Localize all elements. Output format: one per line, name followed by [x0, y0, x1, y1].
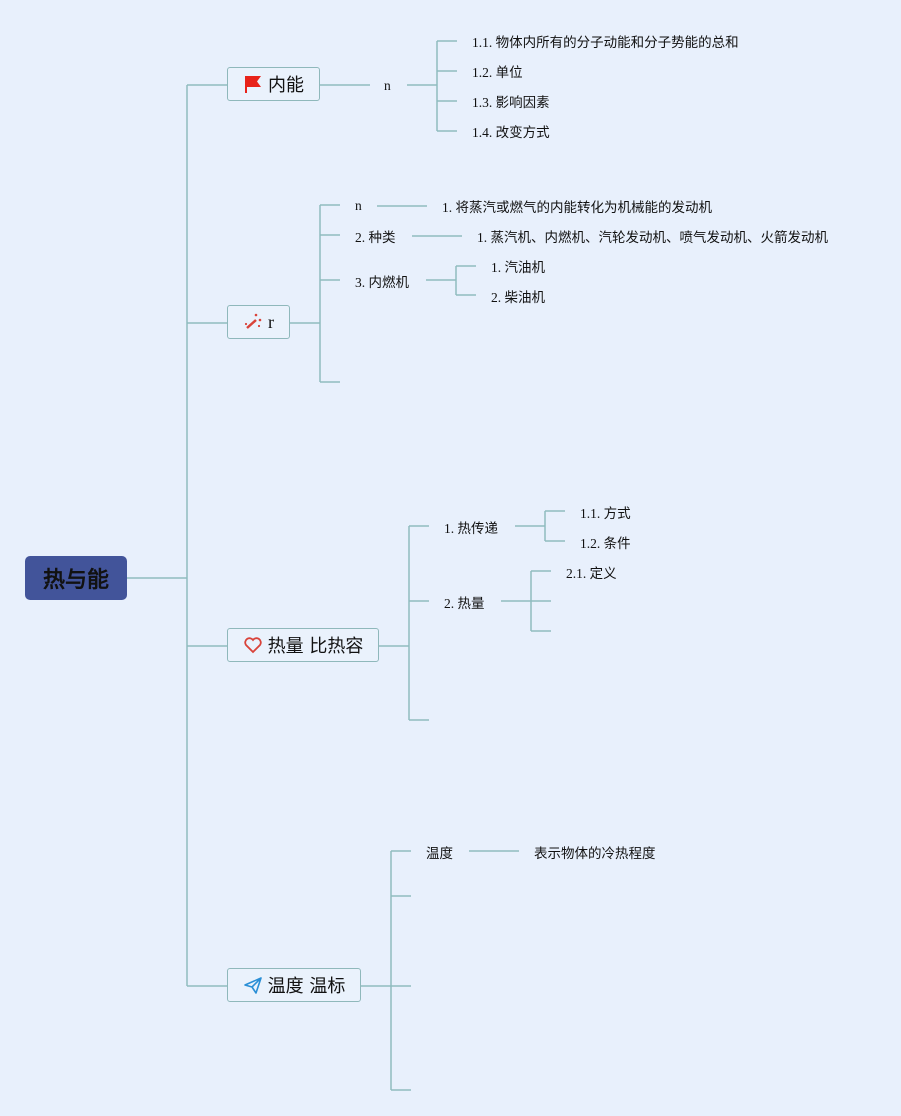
- topic-label: 温度 温标: [267, 976, 346, 997]
- subtopic[interactable]: 1. 热传递: [444, 521, 498, 536]
- leaf[interactable]: 1. 将蒸汽或燃气的内能转化为机械能的发动机: [442, 200, 712, 215]
- topic-heat[interactable]: 热量 比热容: [227, 628, 379, 662]
- magic-wand-icon: [243, 312, 263, 332]
- subtopic[interactable]: n: [355, 198, 362, 213]
- leaf[interactable]: 2. 柴油机: [491, 290, 545, 305]
- leaf[interactable]: 1.1. 物体内所有的分子动能和分子势能的总和: [472, 35, 739, 50]
- leaf[interactable]: 1.2. 单位: [472, 65, 523, 80]
- subtopic[interactable]: 温度: [426, 846, 453, 861]
- root-topic[interactable]: 热与能: [25, 556, 127, 600]
- topic-label: r: [268, 311, 274, 332]
- leaf[interactable]: 1.2. 条件: [580, 536, 631, 551]
- topic-internal-energy[interactable]: 内能: [227, 67, 320, 101]
- leaf[interactable]: 1. 蒸汽机、内燃机、汽轮发动机、喷气发动机、火箭发动机: [477, 230, 828, 245]
- flag-icon: [243, 74, 263, 94]
- topic-label: 热量 比热容: [267, 636, 364, 657]
- leaf[interactable]: 1.1. 方式: [580, 506, 631, 521]
- paper-plane-icon: [243, 975, 263, 995]
- subtopic[interactable]: 2. 热量: [444, 596, 485, 611]
- leaf[interactable]: 表示物体的冷热程度: [534, 846, 656, 861]
- leaf[interactable]: 1.4. 改变方式: [472, 125, 550, 140]
- subtopic[interactable]: 2. 种类: [355, 230, 396, 245]
- leaf[interactable]: 1.3. 影响因素: [472, 95, 550, 110]
- topic-engine[interactable]: r: [227, 305, 290, 339]
- leaf[interactable]: 2.1. 定义: [566, 566, 617, 581]
- topic-temperature[interactable]: 温度 温标: [227, 968, 361, 1002]
- subtopic[interactable]: n: [384, 78, 391, 93]
- heart-icon: [243, 635, 263, 655]
- leaf[interactable]: 1. 汽油机: [491, 260, 545, 275]
- subtopic[interactable]: 3. 内燃机: [355, 275, 409, 290]
- topic-label: 内能: [268, 75, 304, 96]
